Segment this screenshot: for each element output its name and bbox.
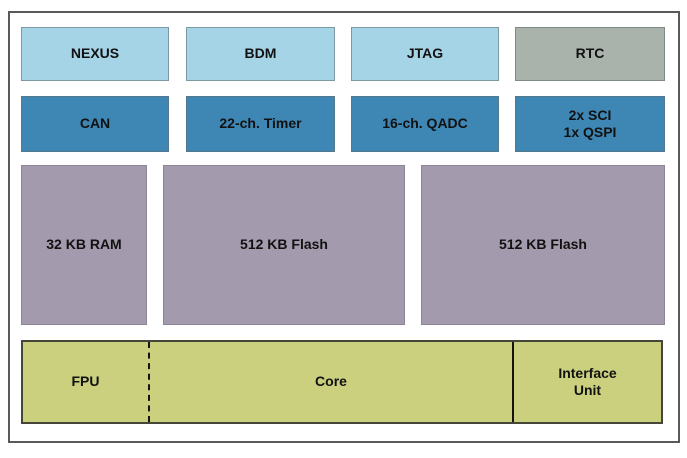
fpu-core-dashed-divider (148, 342, 150, 422)
core-interface-divider (512, 342, 514, 422)
block-sci-qspi: 2x SCI 1x QSPI (515, 96, 665, 152)
block-core: Core (315, 373, 347, 390)
diagram-frame: NEXUS BDM JTAG RTC CAN 22-ch. Timer 16-c… (8, 11, 680, 443)
block-core-bar: FPU Core Interface Unit (21, 340, 663, 424)
block-rtc: RTC (515, 27, 665, 81)
block-nexus: NEXUS (21, 27, 169, 81)
block-timer: 22-ch. Timer (186, 96, 335, 152)
block-bdm: BDM (186, 27, 335, 81)
block-flash-1: 512 KB Flash (163, 165, 405, 325)
block-jtag: JTAG (351, 27, 499, 81)
block-interface-unit: Interface Unit (558, 364, 617, 399)
block-can: CAN (21, 96, 169, 152)
block-flash-2: 512 KB Flash (421, 165, 665, 325)
block-ram: 32 KB RAM (21, 165, 147, 325)
block-fpu: FPU (71, 373, 100, 390)
block-qadc: 16-ch. QADC (351, 96, 499, 152)
